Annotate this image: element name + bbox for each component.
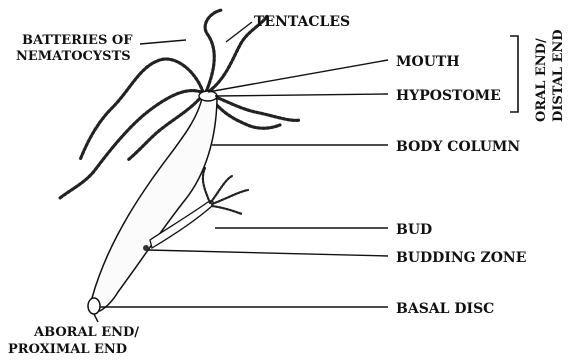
label-hypostome: HYPOSTOME [396,88,501,104]
label-tentacles: TENTACLES [254,14,350,30]
label-budding-zone: BUDDING ZONE [396,250,526,266]
label-basal-disc: BASAL DISC [396,301,494,317]
label-body-column: BODY COLUMN [396,139,520,155]
basal-disc [88,298,100,314]
leader-hypostome [215,94,388,96]
leader-budding-zone [148,250,388,256]
oral-end-bracket [510,36,518,112]
leader-batteries [140,40,186,44]
tentacle-5 [210,95,300,120]
label-oral-end-line1: ORAL END/ [534,38,549,122]
label-oral-end-line2: DISTAL END [551,29,566,122]
body-column [91,95,217,312]
bud-tentacle-4 [212,206,242,214]
label-bud: BUD [396,222,432,238]
leader-mouth [208,60,388,92]
leader-lines [94,22,388,322]
label-mouth: MOUTH [396,54,460,70]
hypostome [199,91,217,101]
bud-tentacle-1 [203,168,210,203]
leader-aboral [94,314,98,322]
label-batteries-line2: NEMATOCYSTS [16,49,131,64]
label-aboral-line1: ABORAL END/ [33,325,139,340]
label-aboral-line2: PROXIMAL END [8,342,127,357]
tentacle-6 [210,96,280,128]
label-batteries-line1: BATTERIES OF [22,33,133,48]
